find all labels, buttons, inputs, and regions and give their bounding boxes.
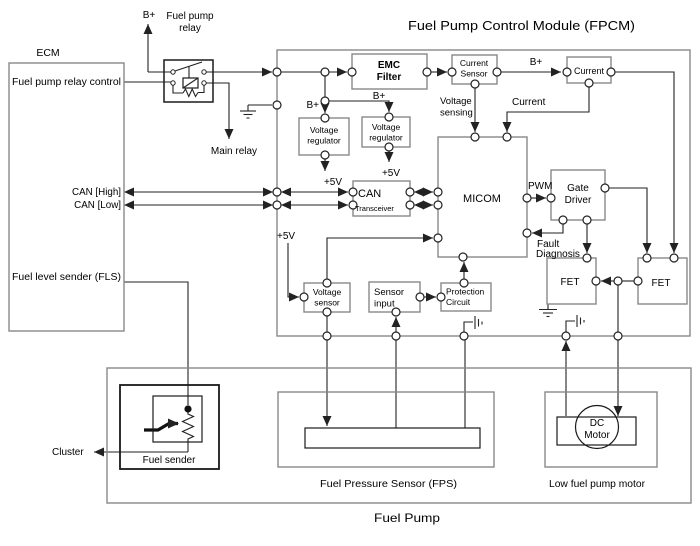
wire-fault-diagnosis — [532, 224, 564, 238]
wire-5v-vsensor — [287, 243, 299, 302]
sensor-input-label-1: Sensor — [374, 287, 404, 298]
voltage-sensor-label-2: sensor — [314, 298, 340, 308]
pin-fuel-level-sender: Fuel level sender (FLS) — [12, 272, 121, 283]
current-sensor-label-1: Current — [460, 58, 489, 68]
fuel-sender-wiper-arrow — [144, 418, 179, 432]
motor-body — [556, 416, 637, 446]
bplus-label-vreg2: B+ — [373, 91, 386, 102]
current-sensor-label-2: Sensor — [461, 69, 488, 79]
ecm-box — [8, 62, 125, 332]
pin-can-high: CAN [High] — [72, 187, 121, 198]
wire-current-sense — [502, 87, 590, 132]
gate-driver-label-1: Gate — [567, 183, 589, 194]
wiring — [94, 24, 679, 457]
current-signal-label: Current — [512, 97, 546, 108]
fuel-sender-box — [119, 384, 220, 470]
motor-circle — [574, 404, 620, 450]
fault-label-2: Diagnosis — [536, 249, 580, 260]
ground-icon — [240, 105, 256, 119]
vreg2-label-1: Voltage — [372, 122, 401, 132]
fuel-sender-inner-box — [152, 395, 203, 443]
fps-label: Fuel Pressure Sensor (FPS) — [320, 479, 457, 490]
dc-motor-label-2: Motor — [584, 430, 610, 441]
vreg1-label-1: Voltage — [310, 125, 339, 135]
diagram-title: Fuel Pump Control Module (FPCM) — [408, 18, 635, 33]
ground-symbols — [240, 105, 585, 329]
wire-bplus-fet — [615, 71, 679, 253]
emc-filter-label-1: EMC — [378, 60, 400, 71]
can-transceiver-box — [352, 180, 411, 217]
cluster-label: Cluster — [52, 447, 84, 458]
fet-right-label: FET — [652, 278, 671, 289]
protection-label-1: Protection — [446, 287, 485, 297]
wire-main-relay — [206, 82, 234, 139]
low-motor-label: Low fuel pump motor — [549, 479, 646, 490]
voltage-sensing-label-1: Voltage — [440, 96, 472, 107]
emc-filter-label-2: Filter — [377, 72, 402, 83]
wire-fls — [124, 281, 189, 405]
gate-driver-label-2: Driver — [565, 195, 592, 206]
fls-junction-dot — [184, 405, 192, 413]
plus5v-label-2: +5V — [382, 168, 400, 179]
low-motor-box — [544, 391, 658, 468]
pin-can-low: CAN [Low] — [74, 200, 121, 211]
main-relay-label: Main relay — [211, 146, 257, 157]
fps-element — [304, 427, 481, 449]
relay-coil-resistor — [182, 87, 199, 98]
fuel-pump-box — [106, 367, 692, 504]
fuel-pump-relay-label-2: relay — [179, 23, 201, 34]
connector-nodes — [184, 67, 679, 413]
ground-icon — [474, 316, 483, 329]
dc-motor-symbol — [556, 404, 637, 450]
ground-icon — [576, 315, 585, 327]
voltage-sensing-label-2: sensing — [440, 108, 473, 119]
relay-coil — [182, 77, 199, 89]
vreg2-label-2: regulator — [369, 133, 403, 143]
micom-label: MICOM — [463, 193, 501, 205]
ground-icon — [539, 304, 557, 318]
bplus-label-relay: B+ — [143, 10, 156, 21]
fuel-pump-relay-symbol — [163, 59, 214, 103]
dc-motor-label-1: DC — [590, 418, 604, 429]
fps-box — [277, 391, 495, 468]
fault-label-1: Fault — [537, 239, 559, 250]
can-label: CAN — [358, 188, 381, 200]
labels: Fuel Pump Control Module (FPCM) ECM Fuel… — [12, 10, 670, 525]
pwm-label: PWM — [528, 181, 552, 192]
sensor-input-label-2: input — [374, 299, 395, 310]
fpcm-blocks — [298, 53, 688, 313]
ecm-label: ECM — [36, 47, 59, 59]
fuel-sender-resistor — [181, 412, 195, 452]
wire-vsensor-micom — [326, 233, 433, 279]
pin-fuel-pump-relay-control: Fuel pump relay control — [12, 77, 121, 88]
fuel-pump-relay-label-1: Fuel pump — [166, 11, 214, 22]
bplus-label-current: B+ — [530, 57, 543, 68]
fuel-pump-label: Fuel Pump — [374, 511, 440, 525]
fuel-sender-label: Fuel sender — [143, 455, 196, 466]
current-block-label: Current — [574, 66, 605, 76]
vreg1-label-2: regulator — [307, 136, 341, 146]
bplus-label-vreg1: B+ — [306, 100, 319, 111]
plus5v-label-1: +5V — [324, 177, 342, 188]
protection-label-2: Circuit — [446, 297, 471, 307]
voltage-sensor-label-1: Voltage — [313, 287, 342, 297]
fet-left-label: FET — [561, 277, 580, 288]
plus5v-label-3: +5V — [277, 231, 295, 242]
transceiver-label: Transceiver — [355, 204, 394, 213]
